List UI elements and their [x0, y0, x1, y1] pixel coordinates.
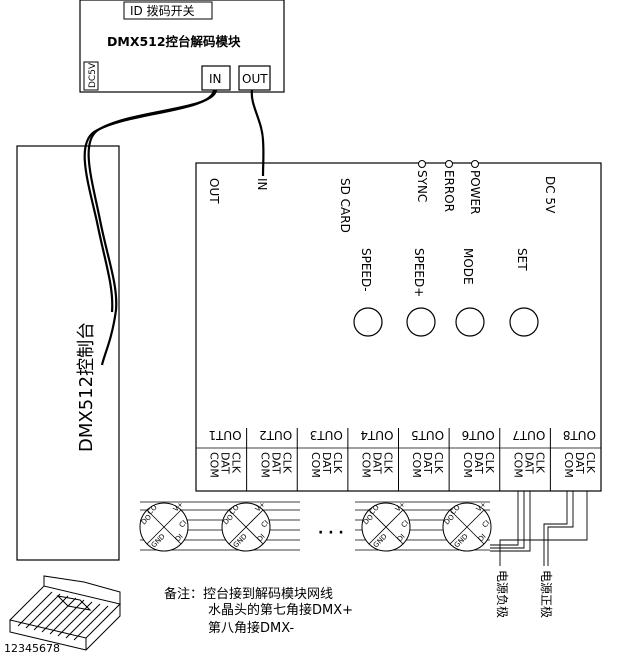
port-pin-dat: DAT — [573, 452, 586, 474]
decoder-module: ID 拨码开关 DMX512控台解码模块 DC5V IN OUT — [79, 0, 285, 93]
port-name: OUT7 — [512, 428, 545, 442]
pixel-pin-di: DI — [174, 532, 185, 543]
button-label-0: SPEED- — [359, 248, 373, 292]
pixel-pin-di: DI — [396, 532, 407, 543]
pixel-pin-di: DI — [256, 532, 267, 543]
port-pin-com: COM — [360, 452, 373, 478]
port-name: OUT8 — [563, 428, 596, 442]
power-positive-label: 电源正极 — [539, 570, 553, 618]
pixel-pin-di: DI — [477, 532, 488, 543]
dmx-console: DMX512控制台 — [16, 145, 120, 561]
led-sync-icon — [418, 160, 426, 168]
decoder-out-label: OUT — [242, 72, 268, 86]
power-negative-label: 电源负极 — [495, 570, 509, 618]
port-pin-com: COM — [208, 452, 221, 478]
port-pin-clk: CLK — [432, 452, 445, 474]
dc5v-label: DC 5V — [543, 176, 557, 214]
port-pin-clk: CLK — [584, 452, 597, 474]
port-name: OUT1 — [208, 428, 241, 442]
pixel-ellipsis: · · · — [318, 525, 344, 541]
led-error-label: ERROR — [442, 170, 456, 212]
decoder-dc5v-label: DC5V — [88, 62, 98, 88]
note-line-3: 第八角接DMX- — [208, 620, 294, 636]
button-label-1: SPEED+ — [412, 248, 426, 297]
port-pin-dat: DAT — [219, 452, 232, 474]
port-pin-com: COM — [511, 452, 524, 478]
button-1[interactable] — [406, 307, 436, 337]
cables — [83, 89, 265, 366]
port-pin-clk: CLK — [382, 452, 395, 474]
port-name: OUT3 — [310, 428, 343, 442]
id-switch-box — [123, 1, 213, 20]
button-0[interactable] — [353, 307, 383, 337]
button-3[interactable] — [509, 307, 539, 337]
rj45-plug-icon — [9, 575, 121, 651]
button-label-2: MODE — [461, 248, 475, 285]
rj45-pin-numbers: 12345678 — [4, 642, 60, 655]
port-pin-clk: CLK — [230, 452, 243, 474]
port-pin-dat: DAT — [421, 452, 434, 474]
port-pin-dat: DAT — [269, 452, 282, 474]
port-pin-com: COM — [410, 452, 423, 478]
note-line-1: 备注：控台接到解码模块网线 — [164, 586, 333, 602]
controller-out-label: OUT — [207, 178, 221, 204]
port-pin-dat: DAT — [472, 452, 485, 474]
port-name: OUT6 — [462, 428, 495, 442]
port-pin-dat: DAT — [320, 452, 333, 474]
note-line-2: 水晶头的第七角接DMX+ — [208, 602, 353, 618]
port-pin-clk: CLK — [280, 452, 293, 474]
decoder-in-label: IN — [209, 72, 222, 86]
port-pin-dat: DAT — [371, 452, 384, 474]
button-label-3: SET — [515, 248, 529, 271]
pixel-pin-ci: CI — [400, 519, 411, 530]
decoder-title: DMX512控台解码模块 — [107, 34, 241, 49]
port-pin-clk: CLK — [331, 452, 344, 474]
decoder-out-port — [238, 65, 271, 91]
port-pin-com: COM — [562, 452, 575, 478]
console-label: DMX512控制台 — [76, 322, 97, 452]
port-name: OUT2 — [259, 428, 292, 442]
power-leads — [490, 491, 588, 566]
port-pin-com: COM — [309, 452, 322, 478]
port-name: OUT4 — [360, 428, 393, 442]
controller: OUT IN SD CARD DC 5V SYNC ERROR POWER SPEE… — [195, 160, 602, 492]
port-pin-clk: CLK — [483, 452, 496, 474]
led-sync-label: SYNC — [415, 170, 429, 202]
id-switch-label: ID 拨码开关 — [130, 4, 195, 18]
controller-in-label: IN — [255, 178, 269, 191]
button-2[interactable] — [455, 307, 485, 337]
port-pin-clk: CLK — [533, 452, 546, 474]
port-name: OUT5 — [411, 428, 444, 442]
pixel-pin-ci: CI — [260, 519, 271, 530]
port-pin-com: COM — [258, 452, 271, 478]
sd-card-label: SD CARD — [338, 178, 352, 233]
port-pin-dat: DAT — [522, 452, 535, 474]
pixel-pin-ci: CI — [481, 519, 492, 530]
pixel-pin-ci: CI — [178, 519, 189, 530]
port-pin-com: COM — [461, 452, 474, 478]
led-error-icon — [445, 160, 453, 168]
led-power-icon — [471, 160, 479, 168]
led-power-label: POWER — [468, 170, 482, 214]
